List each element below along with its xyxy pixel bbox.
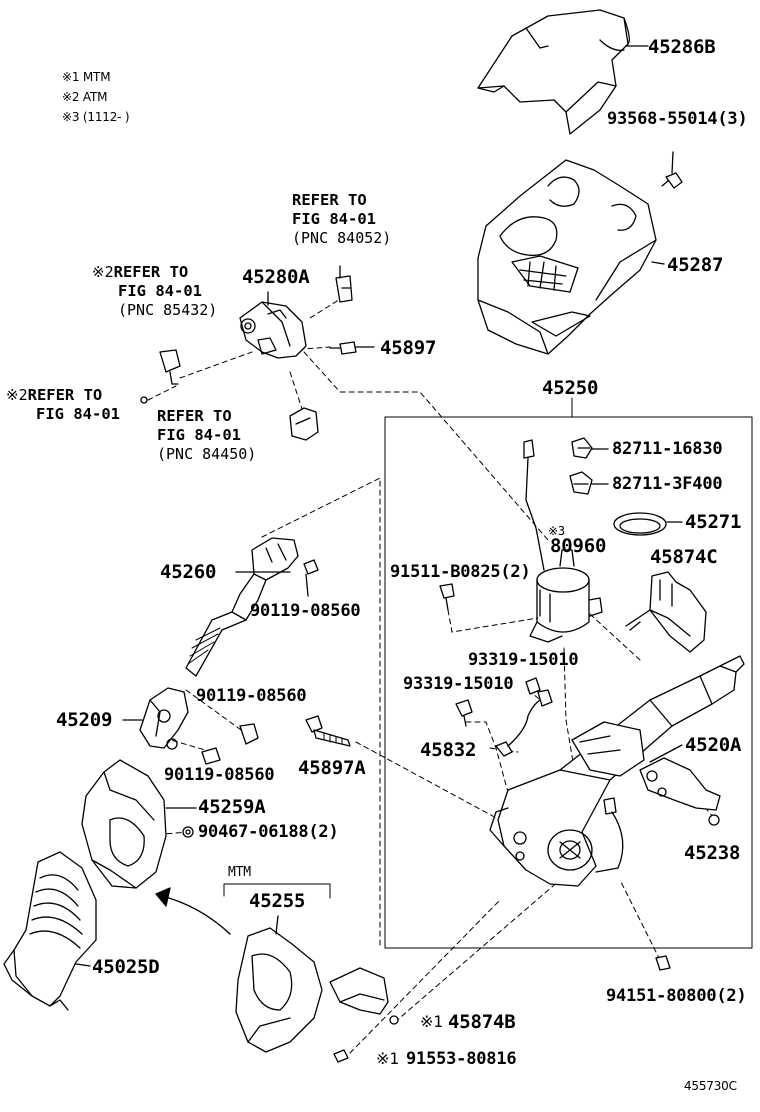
- wire-clips: [569, 437, 609, 495]
- steering-column: [489, 655, 745, 971]
- label-45271: 45271: [685, 511, 742, 533]
- label-45832: 45832: [420, 739, 477, 761]
- column-hole-cover: [81, 759, 197, 889]
- label-45874b-note: ※1: [420, 1012, 443, 1031]
- spiral-ring: [613, 512, 683, 536]
- dashed-leaders: [147, 295, 753, 1054]
- label-45260: 45260: [160, 561, 217, 583]
- ref-84052-line2: FIG 84-01: [292, 210, 376, 228]
- ref-atm-switch-line1: REFER TO: [27, 386, 103, 404]
- label-4520a: 4520A: [685, 734, 742, 756]
- intermediate-shaft: [185, 537, 319, 677]
- label-90119-a: 90119-08560: [250, 601, 361, 621]
- mtm-cover: [155, 883, 331, 1053]
- clips-93319: [455, 677, 541, 727]
- ref-85432: ※2REFER TO FIG 84-01 (PNC 85432): [92, 263, 217, 320]
- ref-85432-line2: FIG 84-01: [118, 282, 202, 300]
- label-91553-note: ※1: [376, 1049, 399, 1068]
- steering-boot: [3, 851, 97, 1011]
- ref-84450-line2: FIG 84-01: [157, 426, 241, 444]
- label-91511: 91511-B0825(2): [390, 562, 531, 582]
- ref-atm-switch-mark: ※2: [6, 386, 28, 404]
- label-82711-16830: 82711-16830: [612, 439, 723, 459]
- figure-id: 455730C: [684, 1079, 737, 1093]
- ref-atm-switch: ※2REFER TO FIG 84-01: [6, 386, 120, 424]
- label-45286b: 45286B: [648, 36, 716, 58]
- label-45280a: 45280A: [242, 266, 310, 288]
- ignition-switch: [523, 439, 603, 643]
- lower-column-cover: [477, 151, 683, 355]
- label-45259a: 45259A: [198, 796, 266, 818]
- label-45238: 45238: [684, 842, 741, 864]
- label-90119-c: 90119-08560: [164, 765, 275, 785]
- label-90467: 90467-06188(2): [198, 822, 339, 842]
- label-93319-a: 93319-15010: [468, 650, 579, 670]
- long-bolt: [305, 715, 351, 747]
- label-94151: 94151-80800(2): [606, 986, 747, 1006]
- label-45250: 45250: [542, 377, 599, 399]
- upper-column-cover: [477, 9, 649, 135]
- universal-joint: [122, 687, 259, 765]
- bracket-mtm: [329, 967, 399, 1063]
- ref-84052-line1: REFER TO: [292, 191, 367, 209]
- ref-84450: REFER TO FIG 84-01 (PNC 84450): [157, 407, 256, 464]
- label-90119-b: 90119-08560: [196, 686, 307, 706]
- label-93568: 93568-55014(3): [607, 109, 748, 129]
- legend-note-serial: ※3 (1112- ): [62, 110, 130, 124]
- label-45874b: 45874B: [448, 1011, 516, 1033]
- ref-85432-line3: (PNC 85432): [118, 301, 218, 319]
- legend-note-mtm: ※1 MTM: [62, 70, 111, 84]
- wire-harness-45832: [495, 689, 553, 757]
- label-45025d: 45025D: [92, 956, 160, 978]
- ref-84450-line3: (PNC 84450): [157, 445, 257, 463]
- label-45255: 45255: [249, 890, 306, 912]
- bolt-91511: [439, 583, 455, 611]
- label-80960-note: ※3: [548, 524, 565, 538]
- label-45874c: 45874C: [650, 546, 718, 568]
- ref-84052: REFER TO FIG 84-01 (PNC 84052): [292, 191, 391, 248]
- label-80960: 80960: [550, 535, 607, 557]
- ref-85432-mark: ※2: [92, 263, 114, 281]
- label-45897a: 45897A: [298, 757, 366, 779]
- label-45287: 45287: [667, 254, 724, 276]
- ref-84052-line3: (PNC 84052): [292, 229, 392, 247]
- label-45209: 45209: [56, 709, 113, 731]
- label-82711-3f400: 82711-3F400: [612, 474, 723, 494]
- bracket-45874c: [625, 571, 707, 653]
- ref-84450-line1: REFER TO: [157, 407, 232, 425]
- legend-note-atm: ※2 ATM: [62, 90, 108, 104]
- label-91553: 91553-80816: [406, 1049, 517, 1069]
- label-93319-b: 93319-15010: [403, 674, 514, 694]
- switch-assembly: [140, 265, 375, 441]
- ref-atm-switch-line2: FIG 84-01: [36, 405, 120, 423]
- label-mtm: MTM: [228, 865, 251, 880]
- ref-85432-line1: REFER TO: [113, 263, 189, 281]
- label-45897: 45897: [380, 337, 437, 359]
